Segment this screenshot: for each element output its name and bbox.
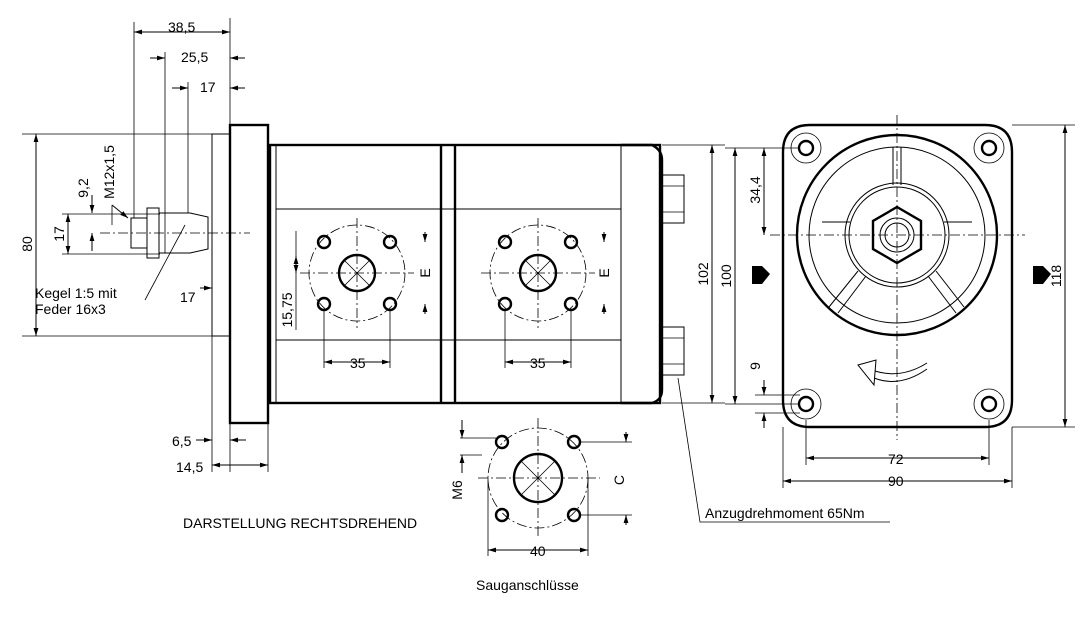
dim-35-a: 35 <box>350 355 366 371</box>
dim-e-b: E <box>596 268 612 277</box>
dim-9-2: 9,2 <box>75 178 91 198</box>
port-a <box>300 218 414 328</box>
dim-38-5: 38,5 <box>168 19 195 35</box>
mounting-spigot <box>211 133 231 337</box>
dim-100: 100 <box>718 264 734 288</box>
dim-35-b: 35 <box>530 355 546 371</box>
dim-9: 9 <box>747 362 763 370</box>
dim-80: 80 <box>19 236 35 252</box>
taper-label-2: Feder 16x3 <box>35 301 106 317</box>
port-marker-right <box>1033 266 1051 284</box>
dim-17-top: 17 <box>200 79 216 95</box>
dim-15-75: 15,75 <box>279 292 295 327</box>
front-flange-outline <box>781 123 1014 429</box>
drawing-title: DARSTELLUNG RECHTSDREHEND <box>183 515 417 531</box>
front-view: 100 34,4 9 118 72 90 <box>718 115 1075 489</box>
mount-hole-bl <box>797 395 815 413</box>
mount-hole-tr <box>980 139 998 157</box>
dim-34-4: 34,4 <box>747 176 763 203</box>
pump-body <box>268 143 662 405</box>
suction-label: Sauganschlüsse <box>476 577 579 593</box>
shaft-taper <box>159 212 209 254</box>
dim-m6: M6 <box>449 480 465 500</box>
dim-17-mid: 17 <box>180 289 196 305</box>
suction-port-detail: M6 C 40 Sauganschlüsse <box>449 418 632 593</box>
dim-72: 72 <box>888 451 904 467</box>
taper-label-1: Kegel 1:5 mit <box>35 285 117 301</box>
port-marker-left <box>752 266 770 284</box>
dim-e-a: E <box>417 268 433 277</box>
port-b <box>481 218 595 328</box>
dim-17-left: 17 <box>51 226 67 242</box>
dim-m12: M12x1,5 <box>101 145 117 199</box>
end-bolt-bottom <box>661 326 685 376</box>
mounting-flange <box>228 123 270 425</box>
dim-6-5: 6,5 <box>172 433 192 449</box>
mount-hole-br <box>980 395 998 413</box>
dim-14-5: 14,5 <box>176 459 203 475</box>
dim-40: 40 <box>530 543 546 559</box>
side-view: 38,5 25,5 17 80 17 9,2 M12x1,5 17 Kegel … <box>19 18 890 531</box>
mount-hole-tl <box>797 139 815 157</box>
end-bolt-top <box>661 174 685 224</box>
dim-102: 102 <box>695 262 711 286</box>
dim-118: 118 <box>1048 265 1064 288</box>
torque-label: Anzugdrehmoment 65Nm <box>705 505 865 521</box>
dim-90: 90 <box>888 473 904 489</box>
dim-c: C <box>611 475 627 485</box>
rotation-arrow <box>871 362 928 375</box>
dim-25-5: 25,5 <box>181 49 208 65</box>
